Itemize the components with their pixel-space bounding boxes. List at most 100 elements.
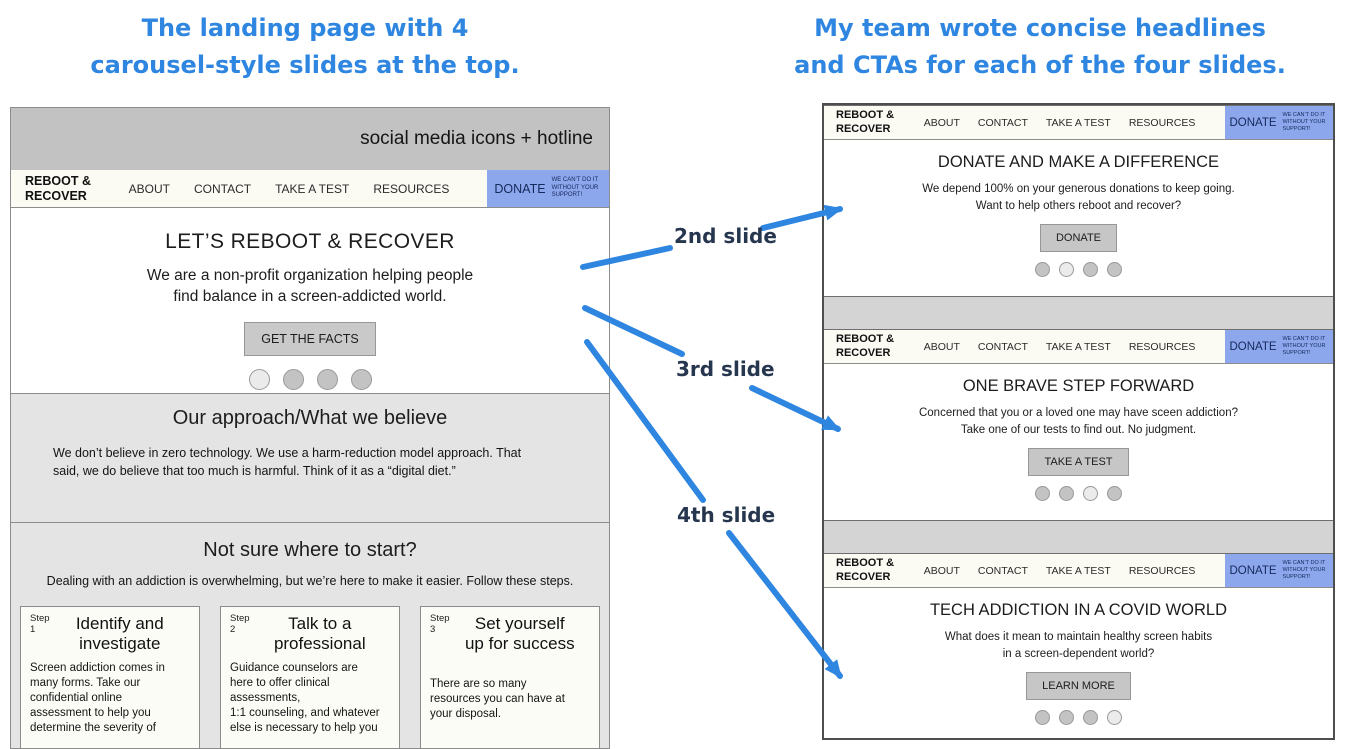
approach-title: Our approach/What we believe: [172, 407, 448, 429]
carousel-dot-1[interactable]: [1035, 262, 1050, 278]
nav-link-resources[interactable]: RESOURCES: [1128, 116, 1196, 129]
carousel-dot-4[interactable]: [1107, 262, 1122, 278]
donate-cta-button[interactable]: DONATE: [1039, 224, 1118, 253]
nav-link-contact[interactable]: CONTACT: [977, 564, 1028, 577]
site-logo: REBOOT & RECOVER: [836, 557, 895, 583]
site-navbar: REBOOT & RECOVER ABOUT CONTACT TAKE A TE…: [824, 554, 1333, 588]
carousel-dot-1[interactable]: [248, 368, 270, 390]
step-card-3: Step 3 Set yourself up for success There…: [420, 606, 600, 748]
donate-note: WE CAN’T DO IT WITHOUT YOUR SUPPORT!: [1282, 111, 1326, 133]
slides-column: REBOOT & RECOVER ABOUT CONTACT TAKE A TE…: [822, 103, 1335, 740]
carousel-dot-4[interactable]: [350, 368, 372, 390]
nav-link-take-a-test[interactable]: TAKE A TEST: [275, 181, 350, 196]
site-navbar: REBOOT & RECOVER ABOUT CONTACT TAKE A TE…: [824, 106, 1333, 140]
take-a-test-button[interactable]: TAKE A TEST: [1028, 448, 1129, 477]
nav-link-about[interactable]: ABOUT: [923, 564, 960, 577]
hero-slide-1: LET’S REBOOT & RECOVER We are a non-prof…: [11, 208, 609, 393]
donate-note: WE CAN’T DO IT WITHOUT YOUR SUPPORT!: [1282, 559, 1326, 581]
learn-more-button[interactable]: LEARN MORE: [1026, 672, 1131, 701]
slide-2-title: DONATE AND MAKE A DIFFERENCE: [937, 153, 1220, 171]
site-logo: REBOOT & RECOVER: [836, 109, 895, 135]
site-logo: REBOOT & RECOVER: [25, 173, 91, 203]
nav-link-contact[interactable]: CONTACT: [977, 340, 1028, 353]
step-card-1: Step 1 Identify and investigate Screen a…: [20, 606, 200, 748]
nav-link-take-a-test[interactable]: TAKE A TEST: [1045, 340, 1111, 353]
carousel-dot-3[interactable]: [316, 368, 338, 390]
site-navbar: REBOOT & RECOVER ABOUT CONTACT TAKE A TE…: [11, 170, 609, 208]
step-card-2: Step 2 Talk to a professional Guidance c…: [220, 606, 400, 748]
carousel-dot-4[interactable]: [1107, 486, 1122, 502]
social-hotline-bar: social media icons + hotline: [11, 108, 609, 170]
slide-3-title: ONE BRAVE STEP FORWARD: [962, 377, 1195, 395]
step-1-title: Identify and investigate: [75, 614, 164, 654]
nav-link-about[interactable]: ABOUT: [923, 340, 960, 353]
nav-donate-button[interactable]: DONATE WE CAN’T DO IT WITHOUT YOUR SUPPO…: [487, 170, 609, 207]
carousel-dots: [11, 368, 609, 390]
nav-link-about[interactable]: ABOUT: [923, 116, 960, 129]
carousel-dot-2[interactable]: [1059, 710, 1074, 726]
carousel-dot-2[interactable]: [1059, 486, 1074, 502]
nav-link-take-a-test[interactable]: TAKE A TEST: [1045, 564, 1111, 577]
slide-2-body: We depend 100% on your generous donation…: [922, 183, 1235, 212]
step-cards: Step 1 Identify and investigate Screen a…: [11, 606, 609, 748]
step-1-label: Step 1: [30, 613, 50, 635]
nav-link-resources[interactable]: RESOURCES: [1128, 340, 1196, 353]
nav-links: ABOUT CONTACT TAKE A TEST RESOURCES: [894, 554, 1225, 587]
carousel-dot-3[interactable]: [1083, 262, 1098, 278]
carousel-dot-1[interactable]: [1035, 486, 1050, 502]
slide-4-mockup: REBOOT & RECOVER ABOUT CONTACT TAKE A TE…: [824, 553, 1333, 738]
donate-label: DONATE: [494, 181, 546, 196]
carousel-dot-4[interactable]: [1107, 710, 1122, 726]
slide-4-body: What does it mean to maintain healthy sc…: [944, 631, 1213, 660]
approach-section: Our approach/What we believe We don’t be…: [11, 393, 609, 522]
nav-link-about[interactable]: ABOUT: [128, 181, 170, 196]
carousel-dot-2[interactable]: [282, 368, 304, 390]
donate-label: DONATE: [1229, 564, 1277, 577]
start-title: Not sure where to start?: [203, 539, 417, 561]
nav-donate-button[interactable]: DONATE WE CAN’T DO IT WITHOUT YOUR SUPPO…: [1225, 554, 1333, 587]
nav-donate-button[interactable]: DONATE WE CAN’T DO IT WITHOUT YOUR SUPPO…: [1225, 106, 1333, 139]
nav-link-take-a-test[interactable]: TAKE A TEST: [1045, 116, 1111, 129]
step-2-body: Guidance counselors are here to offer cl…: [230, 661, 380, 734]
caption-right: My team wrote concise headlines and CTAs…: [794, 14, 1286, 80]
slide-4-title: TECH ADDICTION IN A COVID WORLD: [929, 601, 1228, 619]
carousel-dot-1[interactable]: [1035, 710, 1050, 726]
hero-title: LET’S REBOOT & RECOVER: [165, 230, 455, 253]
donate-label: DONATE: [1229, 116, 1277, 129]
slide-3-mockup: REBOOT & RECOVER ABOUT CONTACT TAKE A TE…: [824, 329, 1333, 521]
carousel-dot-3[interactable]: [1083, 710, 1098, 726]
caption-left: The landing page with 4 carousel-style s…: [90, 14, 520, 80]
carousel-dot-3[interactable]: [1083, 486, 1098, 502]
get-the-facts-button[interactable]: GET THE FACTS: [244, 321, 376, 356]
nav-links: ABOUT CONTACT TAKE A TEST RESOURCES: [894, 330, 1225, 363]
label-2nd-slide: 2nd slide: [674, 224, 777, 248]
site-navbar: REBOOT & RECOVER ABOUT CONTACT TAKE A TE…: [824, 330, 1333, 364]
nav-link-resources[interactable]: RESOURCES: [373, 181, 450, 196]
donate-label: DONATE: [1229, 340, 1277, 353]
donate-note: WE CAN’T DO IT WITHOUT YOUR SUPPORT!: [551, 176, 599, 199]
site-logo: REBOOT & RECOVER: [836, 333, 895, 359]
start-lead: Dealing with an addiction is overwhelmin…: [46, 574, 574, 588]
hero-subtitle: We are a non-profit organization helping…: [146, 267, 474, 305]
approach-body: We don’t believe in zero technology. We …: [53, 446, 522, 478]
nav-link-contact[interactable]: CONTACT: [193, 181, 252, 196]
start-section: Not sure where to start? Dealing with an…: [11, 522, 609, 748]
nav-donate-button[interactable]: DONATE WE CAN’T DO IT WITHOUT YOUR SUPPO…: [1225, 330, 1333, 363]
slide-2-mockup: REBOOT & RECOVER ABOUT CONTACT TAKE A TE…: [824, 105, 1333, 297]
step-3-label: Step 3: [430, 613, 450, 635]
carousel-dots: [824, 486, 1333, 502]
nav-link-resources[interactable]: RESOURCES: [1128, 564, 1196, 577]
label-4th-slide: 4th slide: [677, 503, 776, 527]
nav-link-contact[interactable]: CONTACT: [977, 116, 1028, 129]
step-2-label: Step 2: [230, 613, 250, 635]
label-3rd-slide: 3rd slide: [676, 357, 775, 381]
step-3-title: Set yourself up for success: [464, 614, 575, 654]
landing-page-mockup: social media icons + hotline REBOOT & RE…: [10, 107, 610, 749]
step-2-title: Talk to a professional: [273, 614, 366, 654]
topbar-note: social media icons + hotline: [360, 128, 593, 149]
carousel-dot-2[interactable]: [1059, 262, 1074, 278]
step-3-body: There are so many resources you can have…: [430, 677, 565, 720]
step-1-body: Screen addiction comes in many forms. Ta…: [30, 661, 165, 734]
donate-note: WE CAN’T DO IT WITHOUT YOUR SUPPORT!: [1282, 335, 1326, 357]
carousel-dots: [824, 710, 1333, 726]
